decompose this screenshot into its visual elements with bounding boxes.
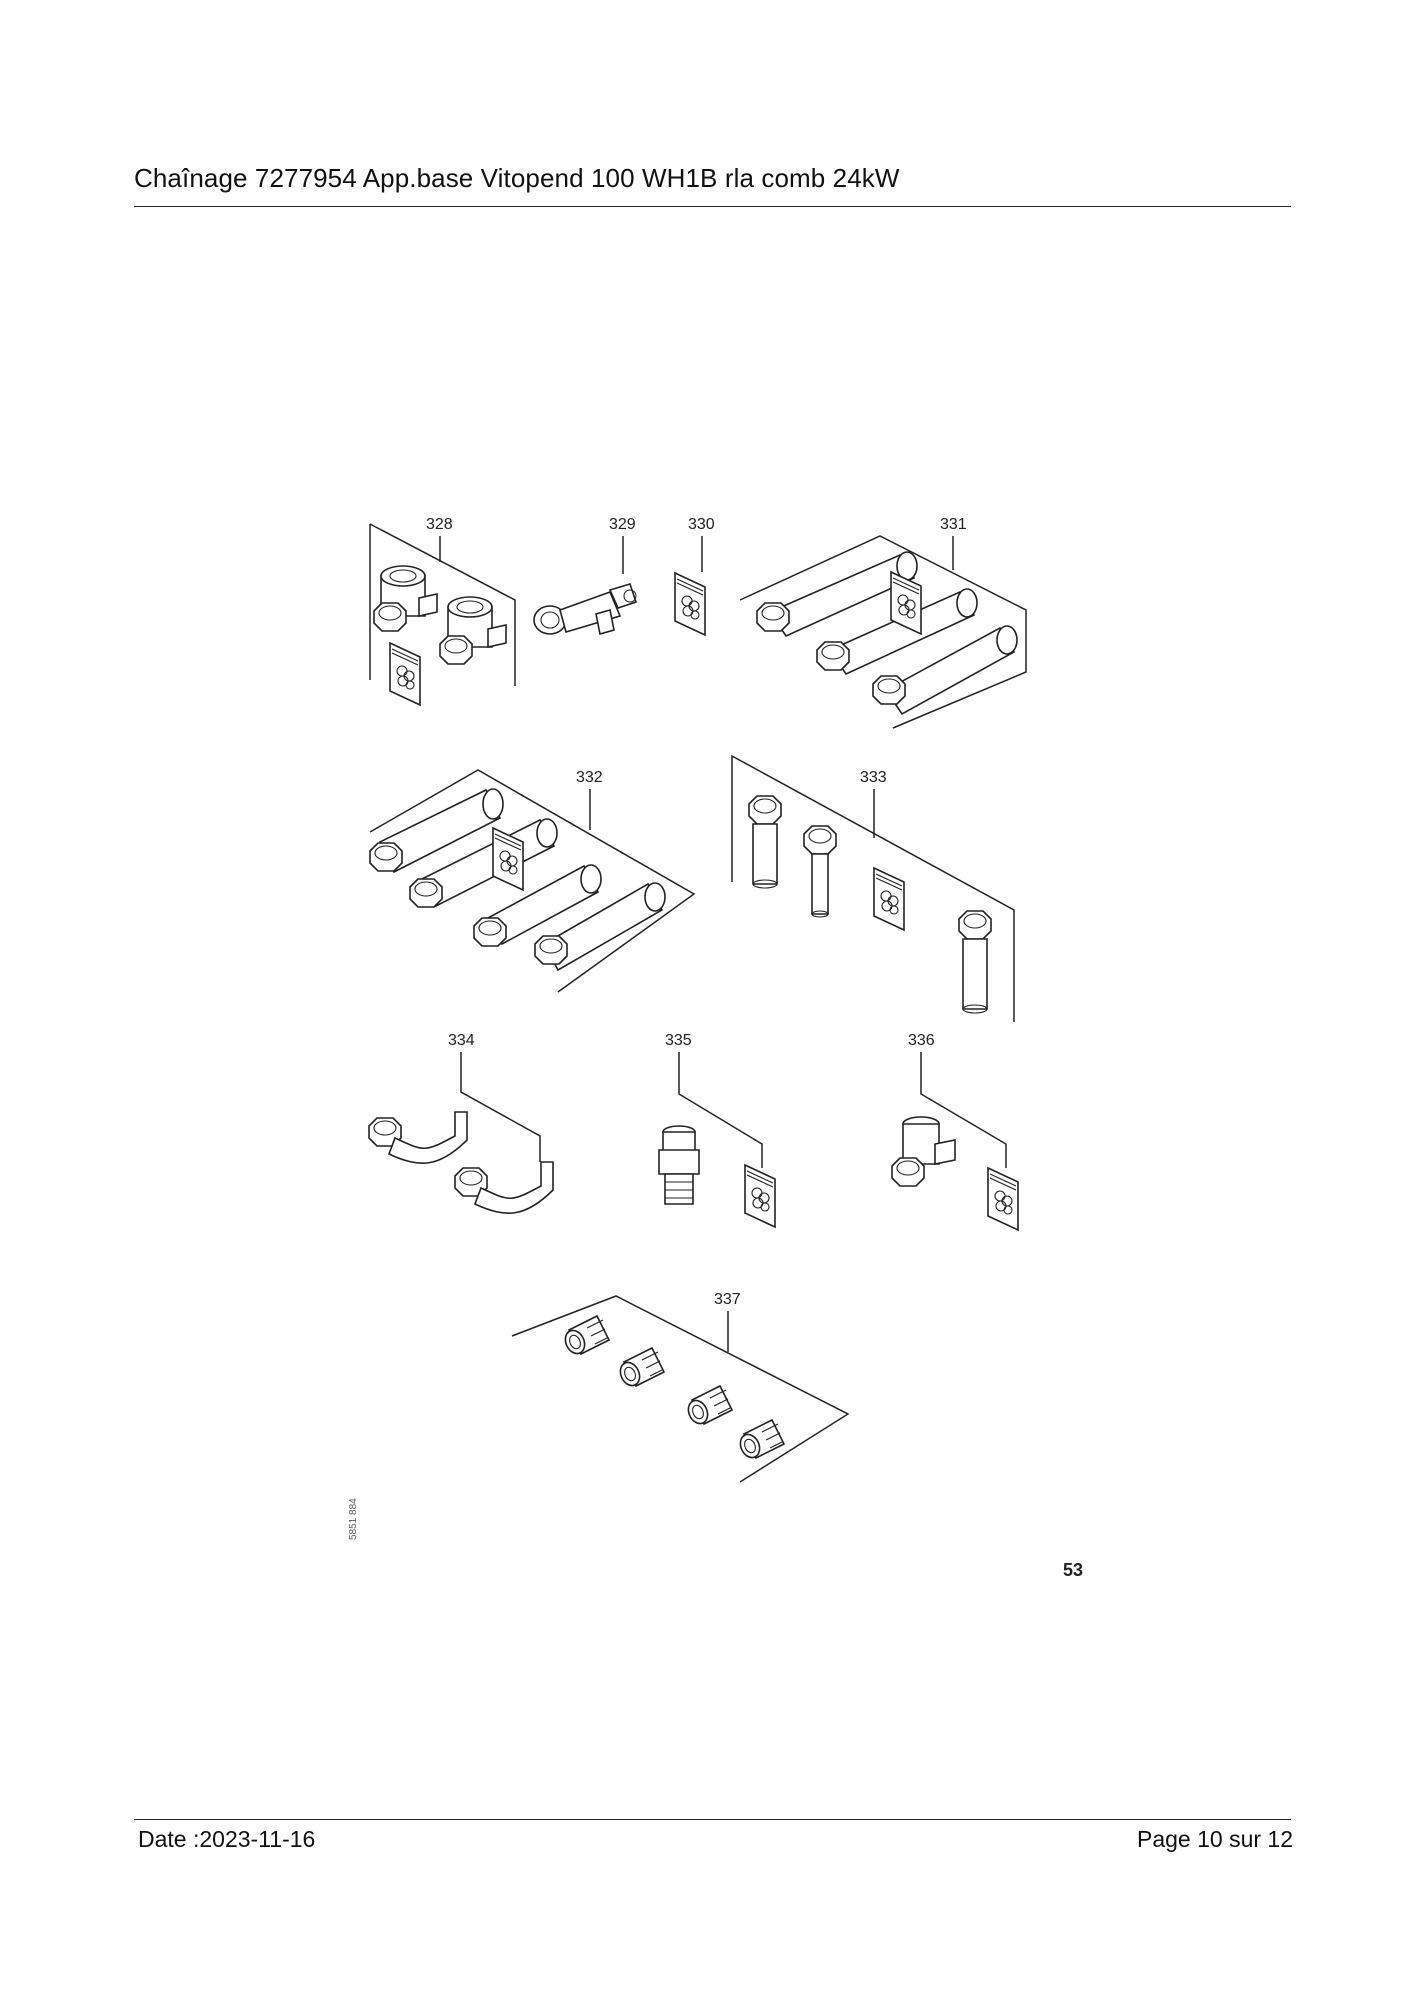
callout-332: 332 [576,769,603,786]
footer-rule [134,1819,1291,1820]
callout-328: 328 [426,516,453,533]
part-group-334: 334 [368,1032,554,1214]
figure-number: 53 [1063,1560,1083,1580]
part-group-328: 328 [369,516,516,706]
callout-330: 330 [688,516,715,533]
part-group-337: 337 [511,1291,850,1483]
part-group-331: 331 [739,516,1027,729]
part-group-335: 335 [658,1032,776,1228]
callout-333: 333 [860,769,887,786]
part-group-333: 333 [731,754,1015,1022]
pipe-3 [486,864,602,946]
document-title: Chaînage 7277954 App.base Vitopend 100 W… [134,163,900,193]
part-group-332: 332 [369,769,696,993]
footer-date: Date :2023-11-16 [138,1826,316,1852]
part-group-330: 330 [674,516,715,636]
callout-334: 334 [448,1032,475,1049]
callout-331: 331 [940,516,967,533]
callout-336: 336 [908,1032,935,1049]
callout-337: 337 [714,1291,741,1308]
part-group-329: 329 [533,516,638,636]
header-rule [134,206,1291,207]
drawing-code: 5851 884 [348,1498,359,1540]
callout-335: 335 [665,1032,692,1049]
callout-329: 329 [609,516,636,533]
page-counter: Page 10 sur 12 [1136,1826,1293,1852]
pipe-bend-3 [884,625,1018,716]
part-group-336: 336 [891,1032,1019,1231]
